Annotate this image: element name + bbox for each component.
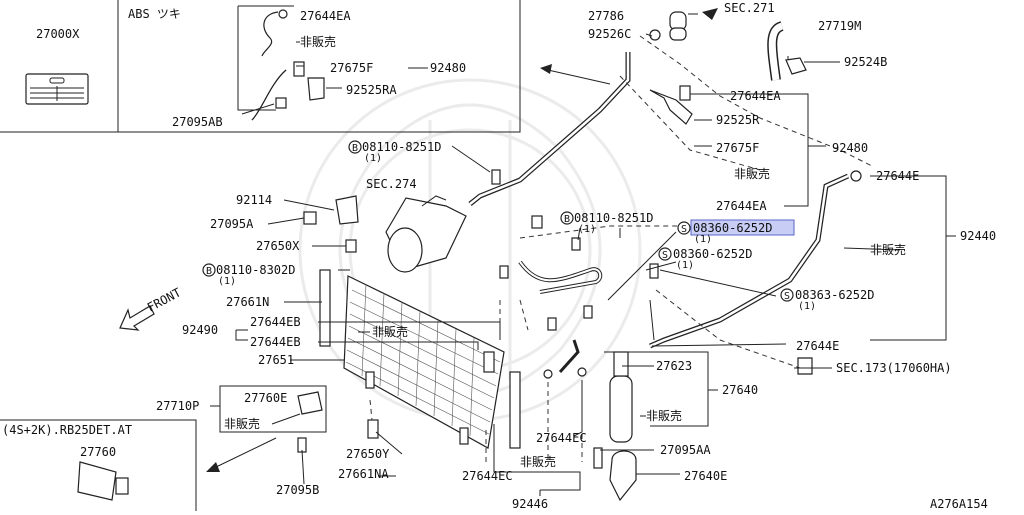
label-27651: 27651 (258, 353, 294, 367)
label-front: FRONT (145, 285, 183, 314)
label-27095b: 27095B (276, 483, 319, 497)
label-27644ec-a: 27644EC (536, 431, 587, 445)
label-27644ec-b: 27644EC (462, 469, 513, 483)
marker-circles: B B B S S S (202, 140, 794, 302)
label-qty-d: (1) (676, 260, 694, 271)
part-labels: 27000X ABS ツキ 27644EA 非販売 27675F 92480 9… (2, 1, 996, 511)
label-27000x: 27000X (36, 27, 80, 41)
circle-b-1: B (348, 140, 362, 154)
label-hanbai-7: 非販売 (520, 454, 556, 469)
label-27644ea-top: 27644EA (300, 9, 351, 23)
svg-text:B: B (206, 266, 212, 277)
svg-text:S: S (662, 250, 668, 261)
circle-s-1: S (677, 221, 691, 235)
discharge-pipe (468, 11, 693, 206)
label-27760: 27760 (80, 445, 116, 459)
label-92440: 92440 (960, 229, 996, 243)
label-hanbai-1: 非販売 (300, 34, 336, 49)
label-plate-27000x (25, 73, 89, 105)
label-27644eb-b: 27644EB (250, 335, 301, 349)
label-hanbai-4: 非販売 (372, 324, 408, 339)
label-abs-note: ABS ツキ (128, 7, 181, 21)
label-08363-6252d: 08363-6252D (795, 288, 874, 302)
label-92524b: 92524B (844, 55, 887, 69)
label-27719m: 27719M (818, 19, 861, 33)
circle-s-3: S (780, 288, 794, 302)
label-92526c: 92526C (588, 27, 631, 41)
label-hanbai-6: 非販売 (646, 408, 682, 423)
sec271-arrow (702, 8, 718, 20)
label-08110-8302d: 08110-8302D (216, 263, 295, 277)
label-sec274: SEC.274 (366, 177, 417, 191)
svg-text:B: B (564, 214, 570, 225)
circle-b-2: B (560, 211, 574, 225)
label-08360-6252d: 08360-6252D (673, 247, 752, 261)
hose-27719m (767, 21, 807, 81)
label-27710p: 27710P (156, 399, 199, 413)
label-hanbai-3: 非販売 (870, 242, 906, 257)
label-qty-f: (1) (798, 301, 816, 312)
label-sec271: SEC.271 (724, 1, 775, 15)
label-qty-c: (1) (694, 234, 712, 245)
label-92525r: 92525R (716, 113, 760, 127)
pipe-92440 (649, 170, 862, 349)
label-27640e: 27640E (684, 469, 727, 483)
label-27640: 27640 (722, 383, 758, 397)
label-27644e-top: 27644E (876, 169, 919, 183)
label-qty-e: (1) (218, 276, 236, 287)
label-qty-b: (1) (578, 224, 596, 235)
receiver-drier (593, 351, 637, 502)
label-27644e-b: 27644E (796, 339, 839, 353)
label-92114: 92114 (236, 193, 272, 207)
svg-text:S: S (681, 224, 687, 235)
inset-frames (0, 0, 521, 511)
abs-inset-pipe (251, 9, 325, 121)
condenser (319, 269, 521, 449)
circle-s-2: S (658, 247, 672, 261)
liquid-pipe (518, 260, 603, 374)
label-27675f-top: 27675F (330, 61, 373, 75)
label-sec173: SEC.173(17060HA) (836, 361, 952, 375)
label-92446: 92446 (512, 497, 548, 511)
label-27095ab: 27095AB (172, 115, 223, 129)
svg-text:S: S (784, 291, 790, 302)
label-92490: 92490 (182, 323, 218, 337)
label-92480-r: 92480 (832, 141, 868, 155)
label-27095aa: 27095AA (660, 443, 711, 457)
compressor (385, 195, 467, 273)
label-27675f-r: 27675F (716, 141, 759, 155)
label-27661na: 27661NA (338, 467, 389, 481)
label-27760e: 27760E (244, 391, 287, 405)
label-27644eb-a: 27644EB (250, 315, 301, 329)
label-27786: 27786 (588, 9, 624, 23)
highlight-08360-6252d (690, 219, 795, 236)
label-27650x: 27650X (256, 239, 300, 253)
circle-b-3: B (202, 263, 216, 277)
label-27650y: 27650Y (346, 447, 390, 461)
label-qty-a: (1) (364, 153, 382, 164)
label-27661n: 27661N (226, 295, 269, 309)
label-27644ea-r: 27644EA (730, 89, 781, 103)
arrows (119, 8, 718, 472)
label-27095a: 27095A (210, 217, 254, 231)
leader-lines (210, 5, 956, 496)
bolts (77, 169, 813, 501)
label-08110-8251d-a: 08110-8251D (362, 140, 441, 154)
label-27623: 27623 (656, 359, 692, 373)
label-08110-8251d-b: 08110-8251D (574, 211, 653, 225)
label-92480-top: 92480 (430, 61, 466, 75)
svg-text:B: B (352, 143, 358, 154)
label-drawing-number: A276A154 (930, 497, 988, 511)
label-08360-6252d-highlight: 08360-6252D (693, 221, 772, 235)
label-27644ea-m: 27644EA (716, 199, 767, 213)
label-hanbai-2: 非販売 (734, 166, 770, 181)
label-hanbai-5: 非販売 (224, 416, 260, 431)
front-arrow (119, 305, 155, 331)
label-92525ra: 92525RA (346, 83, 397, 97)
label-variant: (4S+2K).RB25DET.AT (2, 423, 132, 437)
